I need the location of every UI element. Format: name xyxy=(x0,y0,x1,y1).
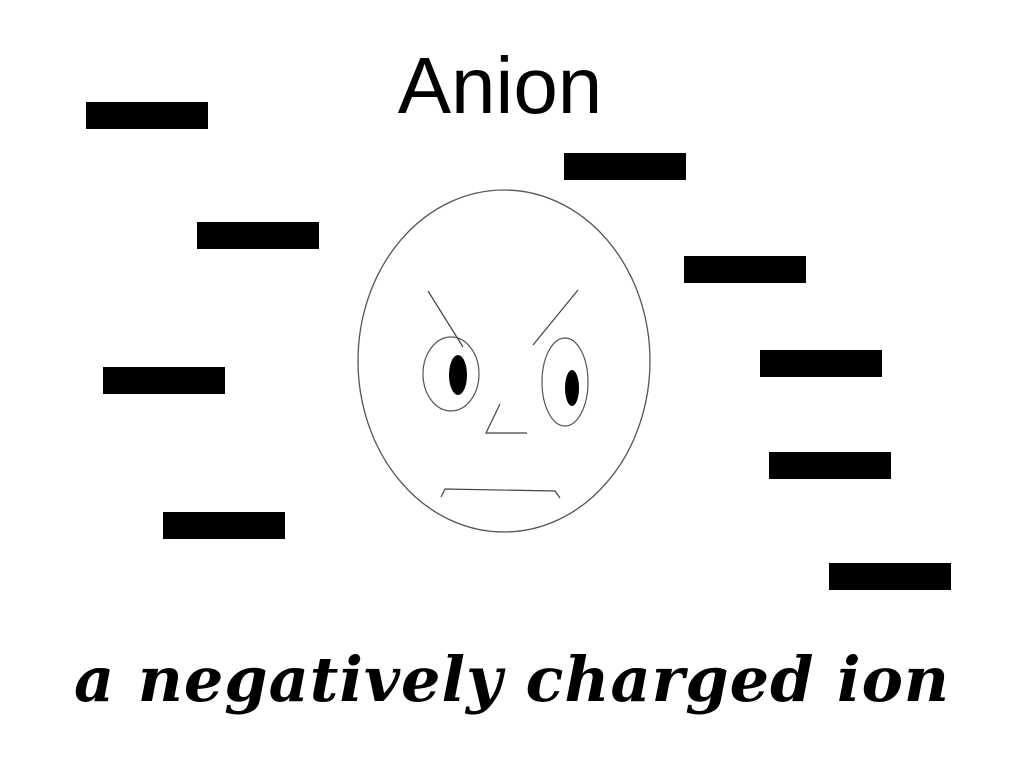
slide-caption: a negatively charged ion xyxy=(73,643,950,716)
left-pupil xyxy=(449,355,467,395)
negative-charge-icon xyxy=(197,222,319,249)
right-eye xyxy=(541,337,589,427)
negative-charge-icon xyxy=(829,563,951,590)
right-eyebrow xyxy=(532,289,579,346)
angry-face-icon xyxy=(357,189,651,533)
negative-charge-icon xyxy=(103,367,225,394)
right-pupil xyxy=(565,370,579,406)
negative-charge-icon xyxy=(769,452,891,479)
negative-charge-icon xyxy=(684,256,806,283)
negative-charge-icon xyxy=(760,350,882,377)
negative-charge-icon xyxy=(86,102,208,129)
mouth xyxy=(440,488,561,499)
negative-charge-icon xyxy=(163,512,285,539)
face-outline xyxy=(357,189,651,533)
nose xyxy=(485,403,527,434)
slide-title: Anion xyxy=(397,41,603,130)
negative-charge-icon xyxy=(564,153,686,180)
left-eye xyxy=(422,336,480,412)
